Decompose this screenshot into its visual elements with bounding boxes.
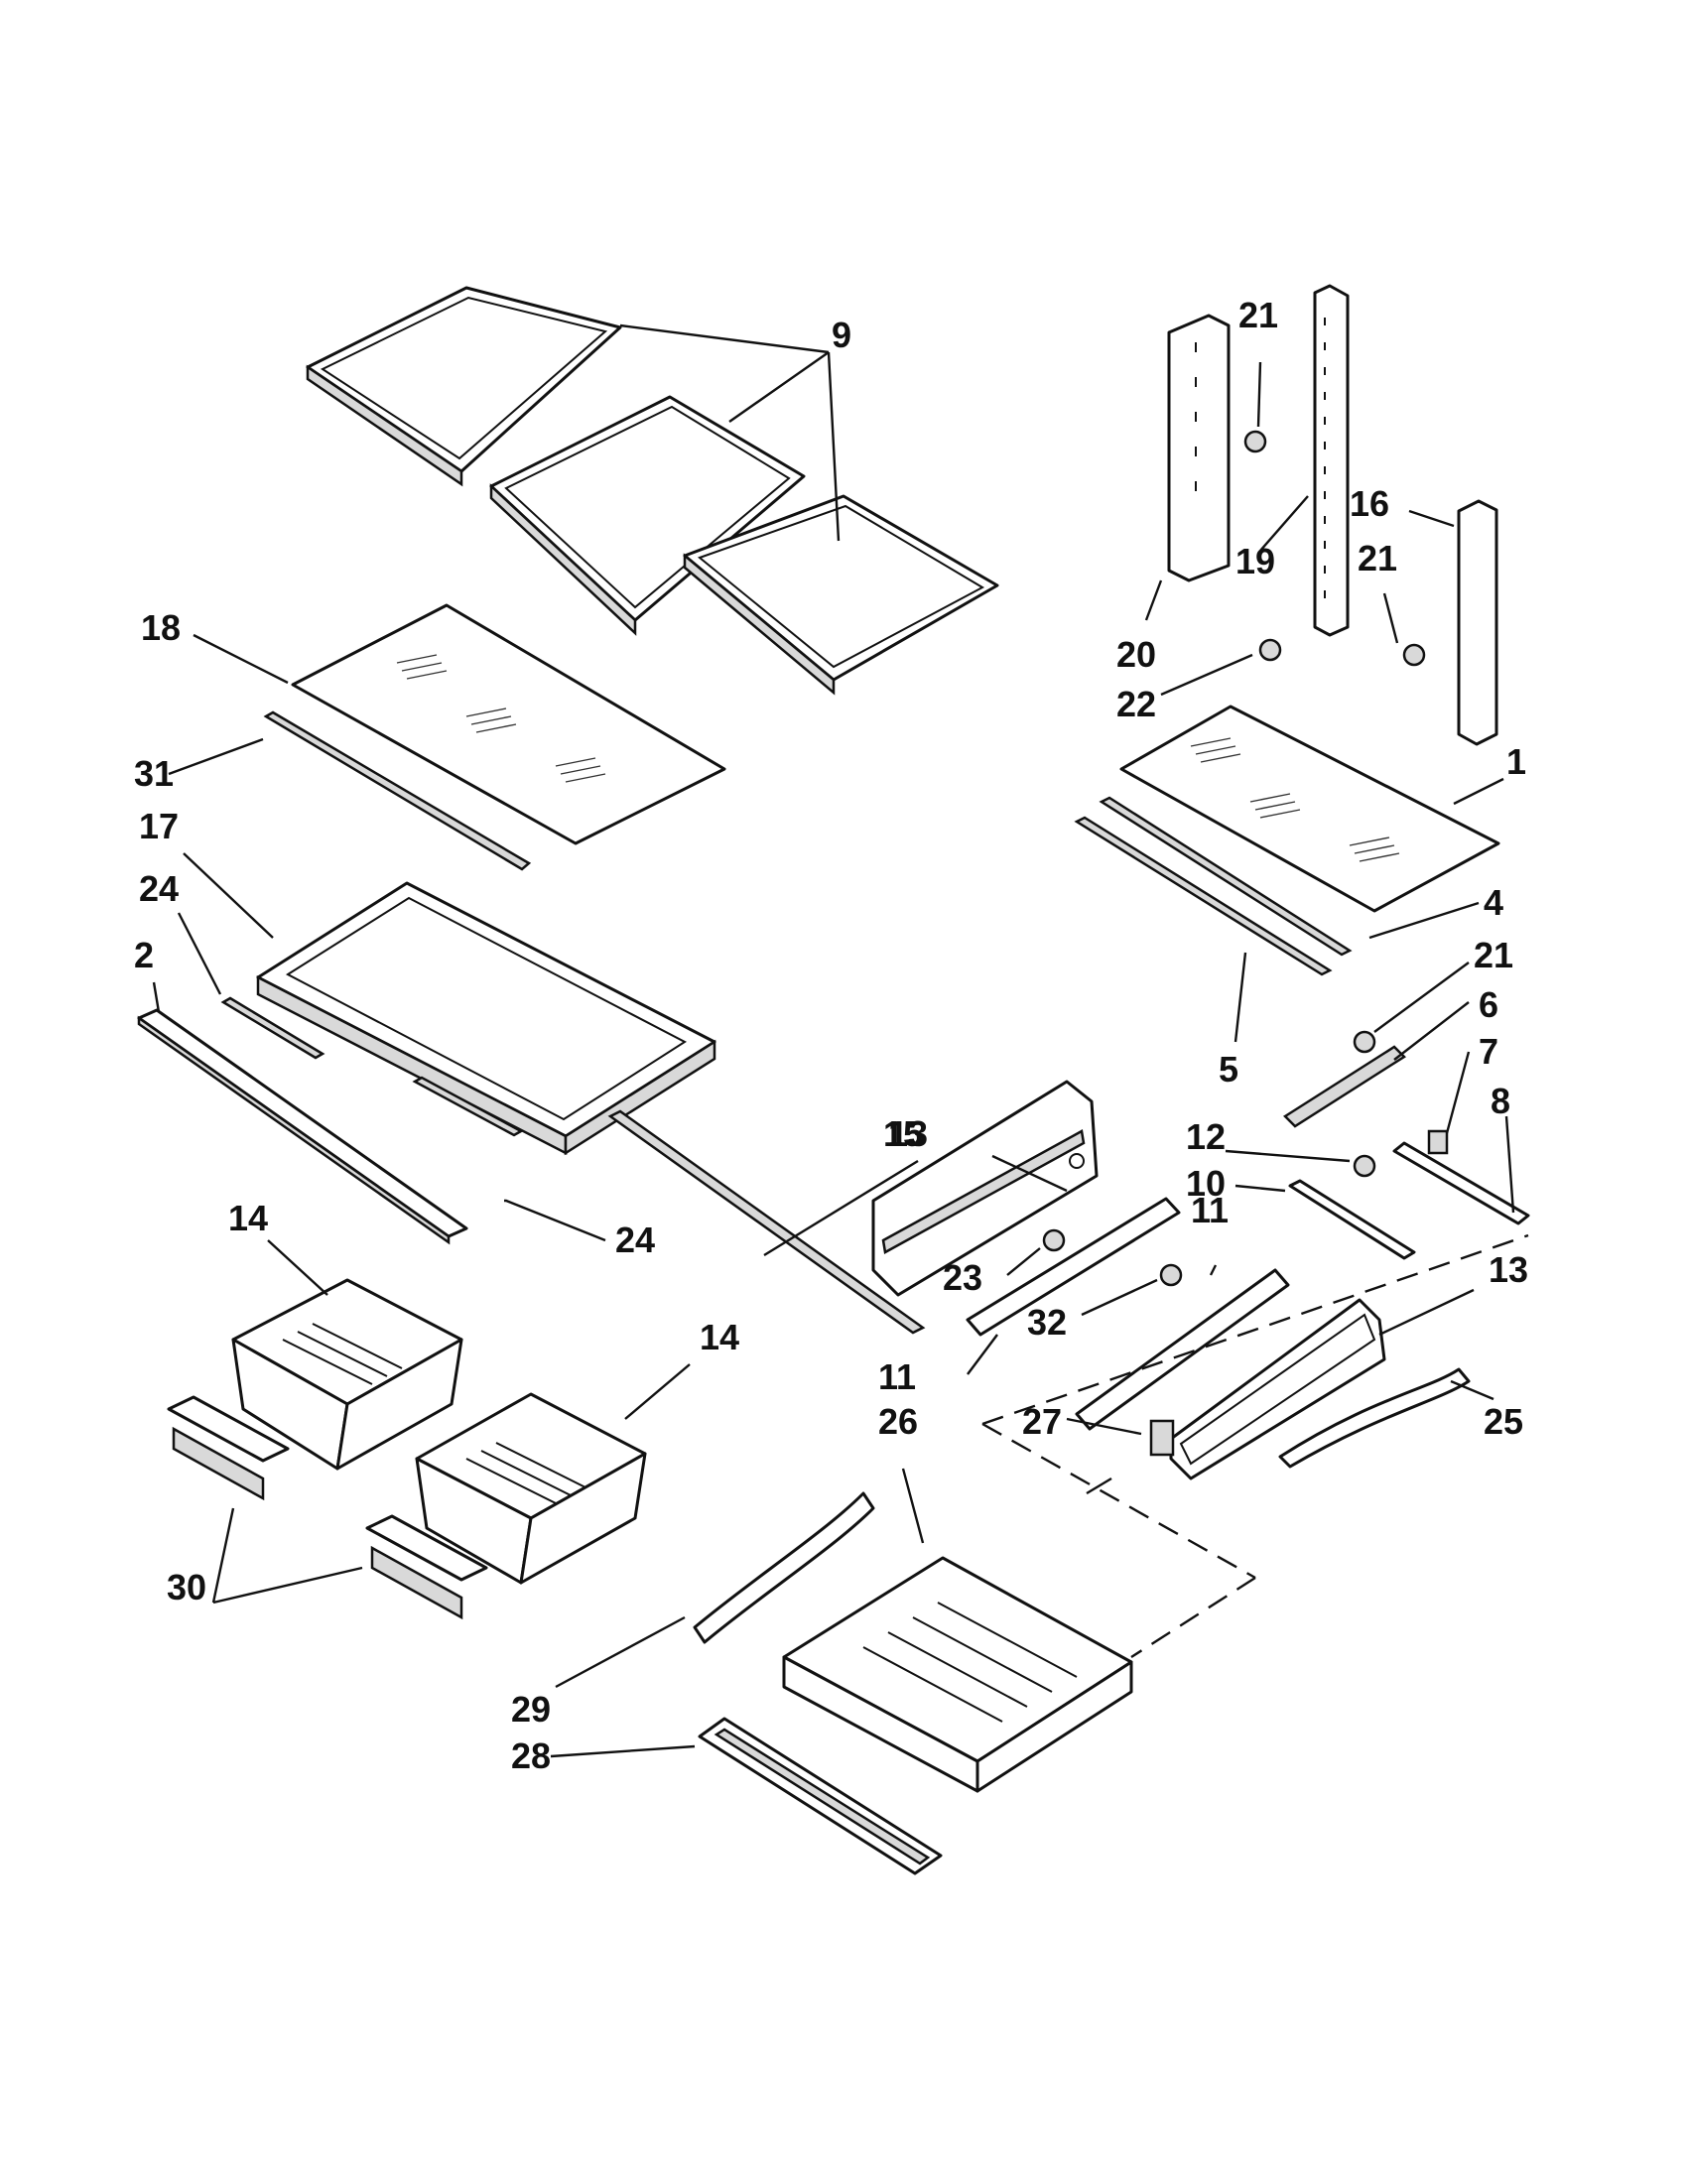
label-32: 32 [1027,1302,1067,1343]
label-27: 27 [1022,1401,1062,1442]
part-trim-4[interactable] [1099,796,1353,957]
part-cover-2[interactable] [137,1008,468,1245]
label-28: 28 [511,1735,551,1776]
part-clip-27[interactable] [1149,1419,1175,1457]
label-7: 7 [1479,1031,1498,1072]
part-bracket-13-right[interactable] [1169,1298,1386,1480]
label-19: 19 [1235,541,1275,581]
label-22: 22 [1116,684,1156,724]
part-screw-22[interactable] [1258,638,1282,662]
part-screw-21-lower[interactable] [1353,1030,1376,1054]
label-1: 1 [1506,741,1526,782]
part-rail-8[interactable] [1392,1141,1530,1225]
part-rail-11-upper[interactable] [966,1197,1181,1337]
dashed-reference-lines [981,1233,1529,1659]
label-31: 31 [134,753,174,794]
label-12: 12 [1186,1116,1226,1157]
label-16: 16 [1350,483,1389,524]
part-rail-11-lower[interactable] [1075,1268,1290,1431]
part-front-30-upper[interactable] [167,1395,290,1501]
part-rail-19[interactable] [1313,284,1350,637]
label-18: 18 [141,607,181,648]
label-20: 20 [1116,634,1156,675]
label-25: 25 [1484,1401,1523,1442]
part-frame-17[interactable] [256,881,716,1156]
label-30: 30 [167,1567,206,1607]
label-8: 8 [1491,1081,1510,1121]
label-9: 9 [832,315,851,355]
part-glass-shelf-18[interactable] [291,603,726,845]
part-screw-32[interactable] [1159,1263,1183,1287]
part-screw-23[interactable] [1042,1228,1066,1252]
part-slide-6[interactable] [1283,1045,1406,1128]
part-trim-5[interactable] [1074,816,1333,976]
label-24: 24 [139,868,179,909]
callout-labels: 9 21 16 21 19 20 22 18 31 1 17 24 2 4 21… [134,295,1528,1776]
part-shelf-9-left[interactable] [306,286,622,487]
part-drawer-14-left[interactable] [231,1278,463,1471]
part-panel-28[interactable] [698,1717,943,1875]
label-11: 11 [1191,1190,1229,1230]
part-shelf-9-middle[interactable] [489,395,806,636]
part-slide-24-upper[interactable] [220,996,325,1060]
part-rail-10[interactable] [1288,1179,1416,1260]
part-screw-12[interactable] [1353,1154,1376,1178]
part-handle-25[interactable] [1278,1367,1471,1469]
part-screw-21-upper[interactable] [1243,430,1267,453]
part-glass-shelf-1[interactable] [1119,705,1500,913]
part-screw-21-middle[interactable] [1402,643,1426,667]
part-rail-15[interactable] [607,1109,926,1335]
part-slide-24-lower[interactable] [412,1076,524,1137]
label-14: 14 [228,1198,268,1238]
part-front-30-lower[interactable] [365,1514,488,1620]
label-13: 13 [1489,1249,1528,1290]
label-17: 17 [139,806,179,846]
label-26: 26 [878,1401,918,1442]
label-11: 11 [878,1356,916,1397]
label-21: 21 [1238,295,1278,335]
label-2: 2 [134,935,154,975]
label-13: 13 [888,1113,928,1154]
part-divider-29[interactable] [693,1491,875,1644]
label-14: 14 [700,1317,739,1357]
part-shelf-9-right[interactable] [683,494,999,696]
part-drawer-26[interactable] [782,1556,1133,1793]
label-24: 24 [615,1220,655,1260]
part-clip-7[interactable] [1427,1129,1449,1155]
label-29: 29 [511,1689,551,1730]
part-drawer-14-right[interactable] [415,1392,647,1585]
part-panel-16[interactable] [1457,499,1498,746]
label-15: 15 [883,1113,923,1154]
part-bracket-20[interactable] [1167,314,1231,582]
label-4: 4 [1484,882,1503,923]
label-21: 21 [1358,538,1397,578]
label-5: 5 [1219,1049,1238,1090]
leader-lines [152,323,1515,1758]
part-trim-31[interactable] [263,710,532,871]
label-21: 21 [1474,935,1513,975]
label-10: 10 [1186,1163,1226,1204]
label-6: 6 [1479,984,1498,1025]
label-23: 23 [943,1257,982,1298]
